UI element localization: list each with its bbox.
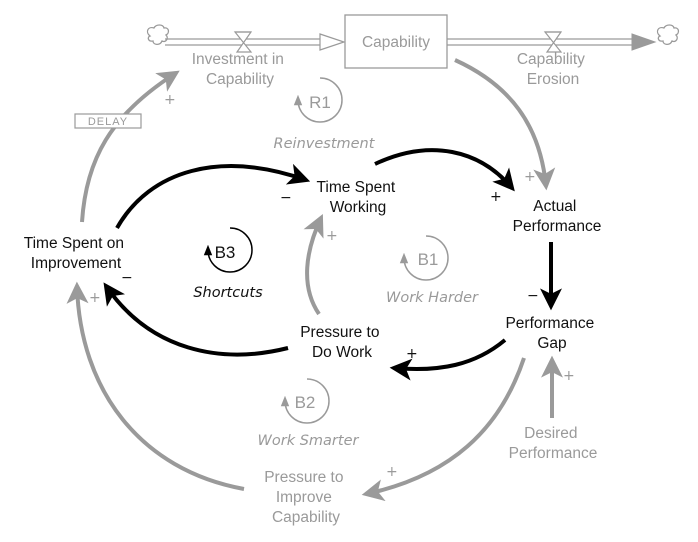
valve-icon — [543, 31, 563, 53]
sink-cloud-icon — [656, 24, 680, 46]
var-time-spent-working: Time Spent Working — [317, 179, 400, 216]
polarity-plus: + — [406, 346, 418, 362]
link-pressure-to-working — [303, 214, 324, 316]
link-working-to-performance — [374, 148, 515, 192]
var-time-spent-on-improvement: Time Spent on Improvement — [24, 235, 129, 272]
source-cloud-icon — [146, 24, 170, 46]
var-pressure-to-do-work: Pressure to Do Work — [300, 324, 384, 361]
polarity-plus: + — [563, 368, 575, 384]
polarity-plus: + — [386, 464, 398, 480]
loop-name-label: Work Smarter — [258, 433, 360, 449]
polarity-minus: − — [280, 190, 292, 206]
loop-arrow-icon — [203, 227, 253, 273]
loop-B2: B2 Work Smarter — [258, 378, 360, 449]
link-capability-to-performance — [454, 58, 556, 191]
loop-id-label: B2 — [295, 393, 316, 412]
loop-B3: B3 Shortcuts — [193, 227, 263, 301]
loop-id-label: R1 — [309, 93, 331, 112]
loop-id-label: B3 — [215, 243, 236, 262]
loop-R1: R1 Reinvestment — [274, 77, 376, 152]
var-performance-gap: Performance Gap — [505, 315, 598, 352]
loop-name-label: Work Harder — [386, 290, 479, 306]
loop-arrow-icon — [293, 77, 343, 123]
delay-marker: DELAY — [74, 113, 142, 129]
loop-arrow-icon — [280, 378, 330, 424]
flow-label-erosion: Capability Erosion — [517, 51, 589, 88]
stock-label: Capability — [362, 34, 430, 51]
stock-box — [344, 14, 448, 69]
link-pressure-work-to-improvement — [103, 282, 289, 357]
link-improvement-to-working — [115, 163, 311, 229]
flow-label-investment: Investment in Capability — [192, 51, 289, 88]
loop-B1: B1 Work Harder — [386, 235, 479, 306]
polarity-minus: − — [121, 270, 133, 286]
inflow-arrowhead — [319, 33, 346, 51]
outflow-arrowhead — [631, 33, 657, 51]
valve-icon — [233, 31, 253, 53]
link-gap-to-pressure-improve — [361, 357, 526, 502]
delay-label: DELAY — [88, 116, 128, 128]
polarity-plus: + — [326, 228, 338, 244]
loop-name-label: Reinvestment — [274, 136, 376, 152]
stock-flow-structure: Capability Investment in Capability Capa… — [146, 14, 680, 88]
polarity-plus: + — [89, 290, 101, 306]
polarity-minus: − — [527, 288, 539, 304]
secondary-links — [66, 58, 563, 502]
polarity-signs: + + − + + − + − + + + — [89, 92, 575, 480]
primary-links — [103, 148, 562, 381]
var-desired-performance: Desired Performance — [509, 425, 598, 462]
link-gap-to-pressure-work — [389, 338, 507, 381]
loop-id-label: B1 — [418, 250, 439, 269]
polarity-plus: + — [490, 189, 502, 205]
loop-name-label: Shortcuts — [193, 285, 263, 301]
polarity-plus: + — [164, 92, 176, 108]
link-improvement-to-investment — [80, 70, 180, 223]
var-actual-performance: Actual Performance — [513, 198, 602, 235]
loop-arrow-icon — [399, 235, 449, 281]
var-pressure-to-improve-capability: Pressure to Improve Capability — [264, 469, 348, 526]
polarity-plus: + — [524, 169, 536, 185]
link-pressure-improve-to-improvement — [66, 281, 245, 491]
